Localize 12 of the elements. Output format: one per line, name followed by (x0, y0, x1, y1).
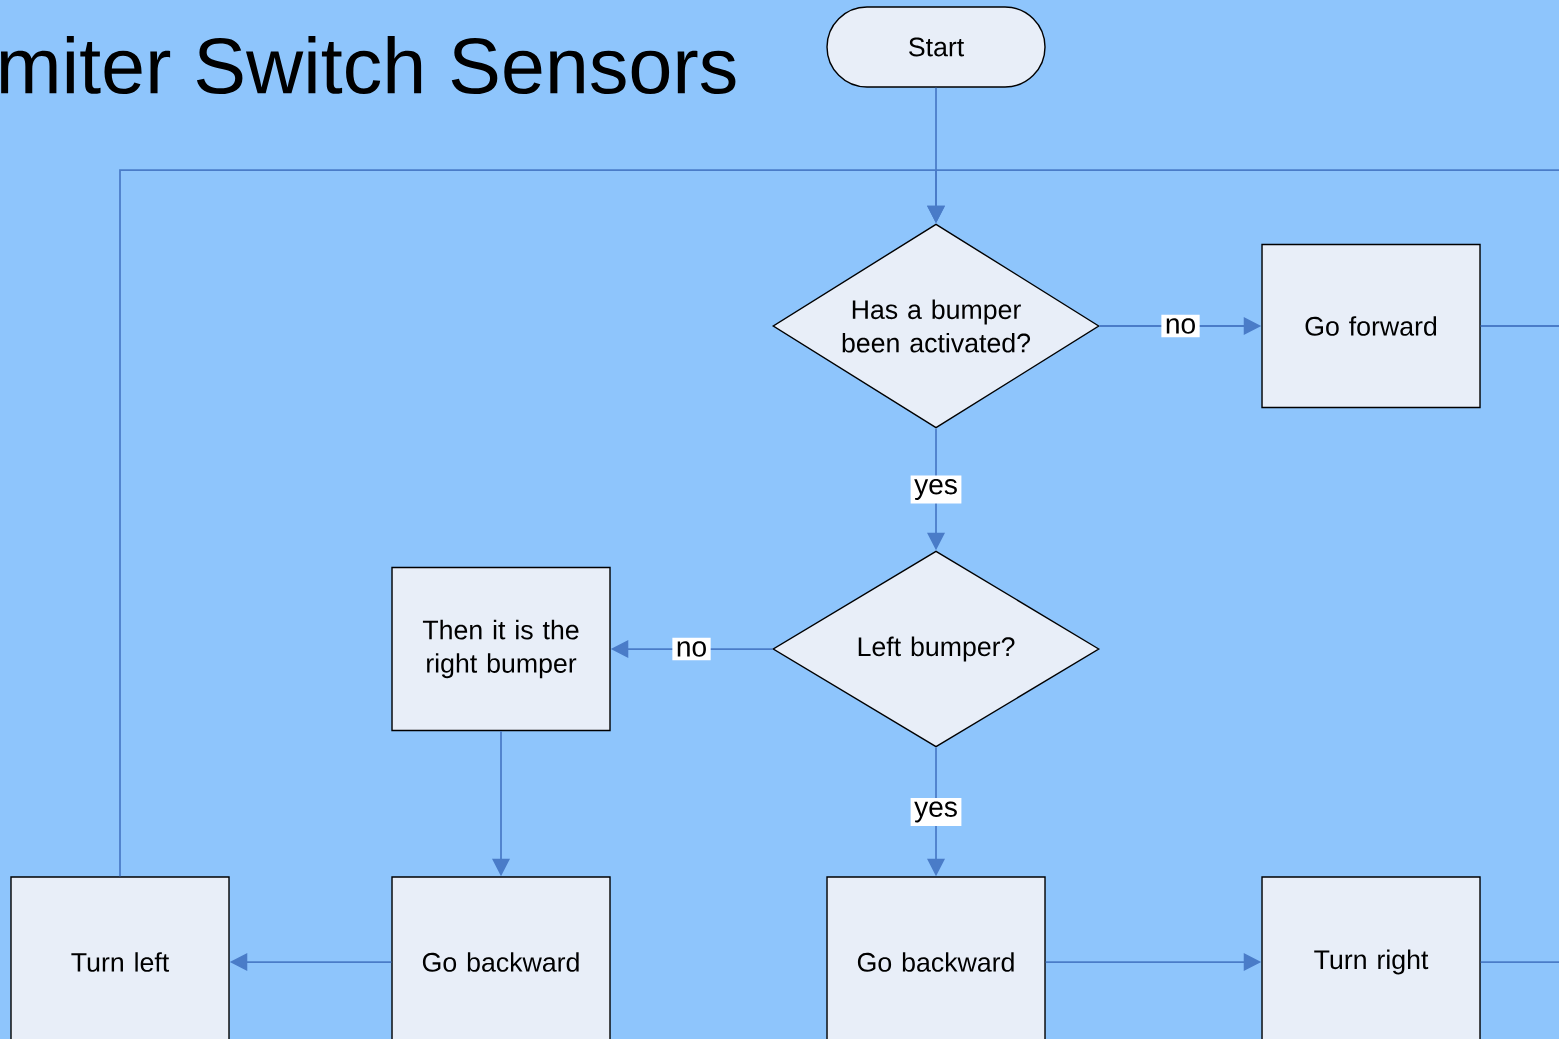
process-box: Turn left (10, 876, 230, 1039)
process-box: Go backward (391, 876, 611, 1039)
process-box: Go forward (1261, 243, 1481, 409)
process-box: Then it is the right bumper (391, 566, 611, 732)
edge-label: yes (914, 801, 957, 823)
arrow (119, 169, 946, 878)
process-box: Go backward (826, 876, 1046, 1039)
edge-label: yes (914, 479, 957, 500)
edge-label: no (1166, 318, 1195, 334)
process-box: Turn right (1261, 876, 1481, 1039)
title: miter Switch Sensors (0, 35, 736, 95)
edge-label: no (677, 641, 706, 657)
